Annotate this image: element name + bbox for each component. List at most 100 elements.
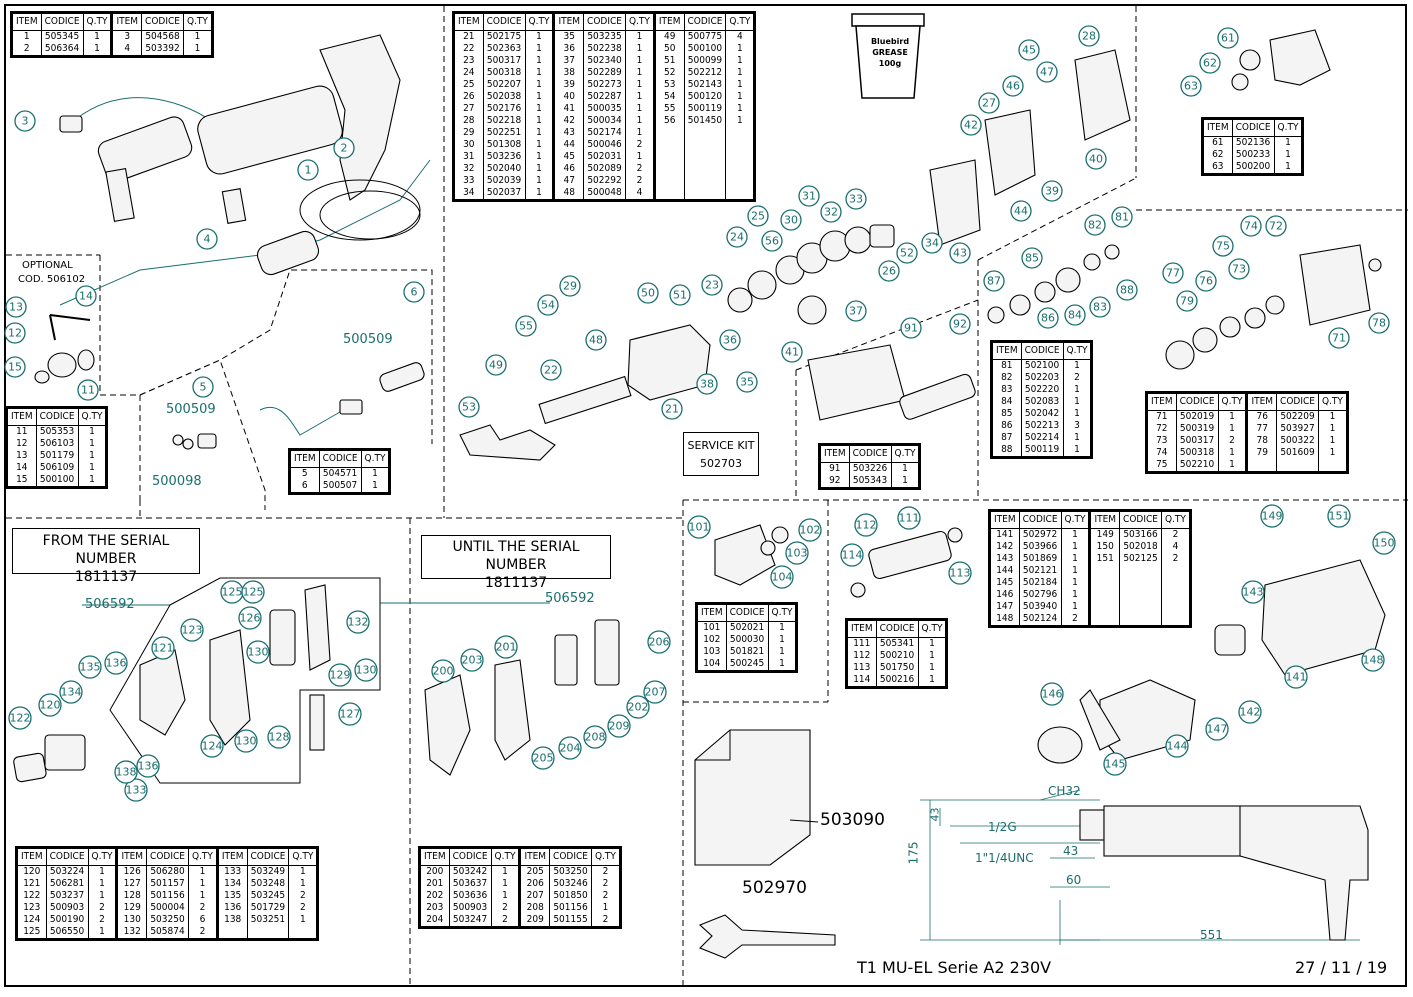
- col-qty: Q.TY: [1060, 510, 1090, 529]
- svg-text:120: 120: [40, 699, 61, 712]
- svg-text:102: 102: [800, 524, 821, 537]
- col-code: CODICE: [45, 847, 89, 866]
- col-qty: Q.TY: [725, 12, 755, 31]
- callout-77: 77: [1162, 262, 1184, 284]
- svg-text:91: 91: [904, 322, 918, 335]
- callout-29: 29: [559, 275, 581, 297]
- callout-91: 91: [900, 317, 922, 339]
- cable-gland-parts: [172, 362, 425, 450]
- callout-33: 33: [845, 188, 867, 210]
- callout-201: 201: [494, 635, 518, 659]
- callout-40: 40: [1085, 148, 1107, 170]
- svg-text:50: 50: [641, 287, 655, 300]
- dim-43-horizontal: 43: [1063, 844, 1079, 858]
- svg-text:208: 208: [585, 731, 606, 744]
- svg-text:52: 52: [900, 247, 914, 260]
- svg-text:150: 150: [1374, 537, 1395, 550]
- svg-text:40: 40: [1089, 153, 1103, 166]
- svg-text:13: 13: [9, 301, 23, 314]
- callout-46: 46: [1002, 75, 1024, 97]
- callout-26: 26: [878, 260, 900, 282]
- dimension-lines: [920, 789, 1360, 945]
- col-item: ITEM: [453, 12, 484, 31]
- callout-130: 130: [354, 658, 378, 682]
- svg-text:30: 30: [784, 214, 798, 227]
- svg-text:92: 92: [953, 318, 967, 331]
- svg-text:37: 37: [849, 305, 863, 318]
- svg-text:142: 142: [1240, 706, 1261, 719]
- col-item: ITEM: [11, 12, 42, 31]
- svg-text:130: 130: [236, 735, 257, 748]
- col-code: CODICE: [35, 407, 79, 426]
- callout-121: 121: [151, 636, 175, 660]
- col-item: ITEM: [652, 12, 684, 31]
- callout-12: 12: [4, 322, 26, 344]
- svg-text:87: 87: [987, 275, 1001, 288]
- callout-22: 22: [540, 359, 562, 381]
- callout-92: 92: [949, 313, 971, 335]
- callout-74: 74: [1240, 215, 1262, 237]
- gearbox-assembly: [459, 29, 1331, 461]
- col-code: CODICE: [482, 12, 526, 31]
- svg-text:73: 73: [1232, 263, 1246, 276]
- svg-text:44: 44: [1014, 205, 1028, 218]
- callout-146: 146: [1040, 682, 1064, 706]
- motor-housing-assembly: [1037, 559, 1386, 764]
- grease-brand: Bluebird: [870, 37, 910, 46]
- drawing-title: T1 MU-EL Serie A2 230V: [857, 958, 1052, 977]
- wrench-code-502970: 502970: [742, 878, 807, 898]
- callout-129: 129: [328, 663, 352, 687]
- svg-text:136: 136: [138, 760, 159, 773]
- col-qty: Q.TY: [524, 12, 554, 31]
- callout-48: 48: [585, 329, 607, 351]
- col-code: CODICE: [725, 603, 769, 622]
- callout-28: 28: [1078, 25, 1100, 47]
- kit-code-506592-new: 506592: [85, 597, 135, 612]
- col-qty: Q.TY: [890, 444, 920, 463]
- callout-200: 200: [431, 659, 455, 683]
- svg-text:204: 204: [560, 742, 581, 755]
- callout-114: 114: [840, 543, 864, 567]
- col-qty: Q.TY: [182, 12, 213, 31]
- svg-text:1: 1: [305, 164, 312, 177]
- drill-side-view: [1079, 805, 1369, 941]
- svg-text:135: 135: [80, 661, 101, 674]
- svg-text:136: 136: [106, 657, 127, 670]
- svg-text:23: 23: [705, 279, 719, 292]
- svg-text:31: 31: [802, 190, 816, 203]
- col-item: ITEM: [1202, 118, 1233, 137]
- svg-text:25: 25: [751, 210, 765, 223]
- col-code: CODICE: [246, 847, 289, 866]
- callout-86: 86: [1037, 307, 1059, 329]
- col-qty: Q.TY: [187, 847, 218, 866]
- svg-text:147: 147: [1207, 723, 1228, 736]
- callout-148: 148: [1361, 648, 1385, 672]
- svg-text:15: 15: [8, 361, 22, 374]
- rotor-assembly: [850, 527, 963, 598]
- svg-text:39: 39: [1045, 185, 1059, 198]
- callout-133: 133: [124, 778, 148, 802]
- callout-204: 204: [558, 736, 582, 760]
